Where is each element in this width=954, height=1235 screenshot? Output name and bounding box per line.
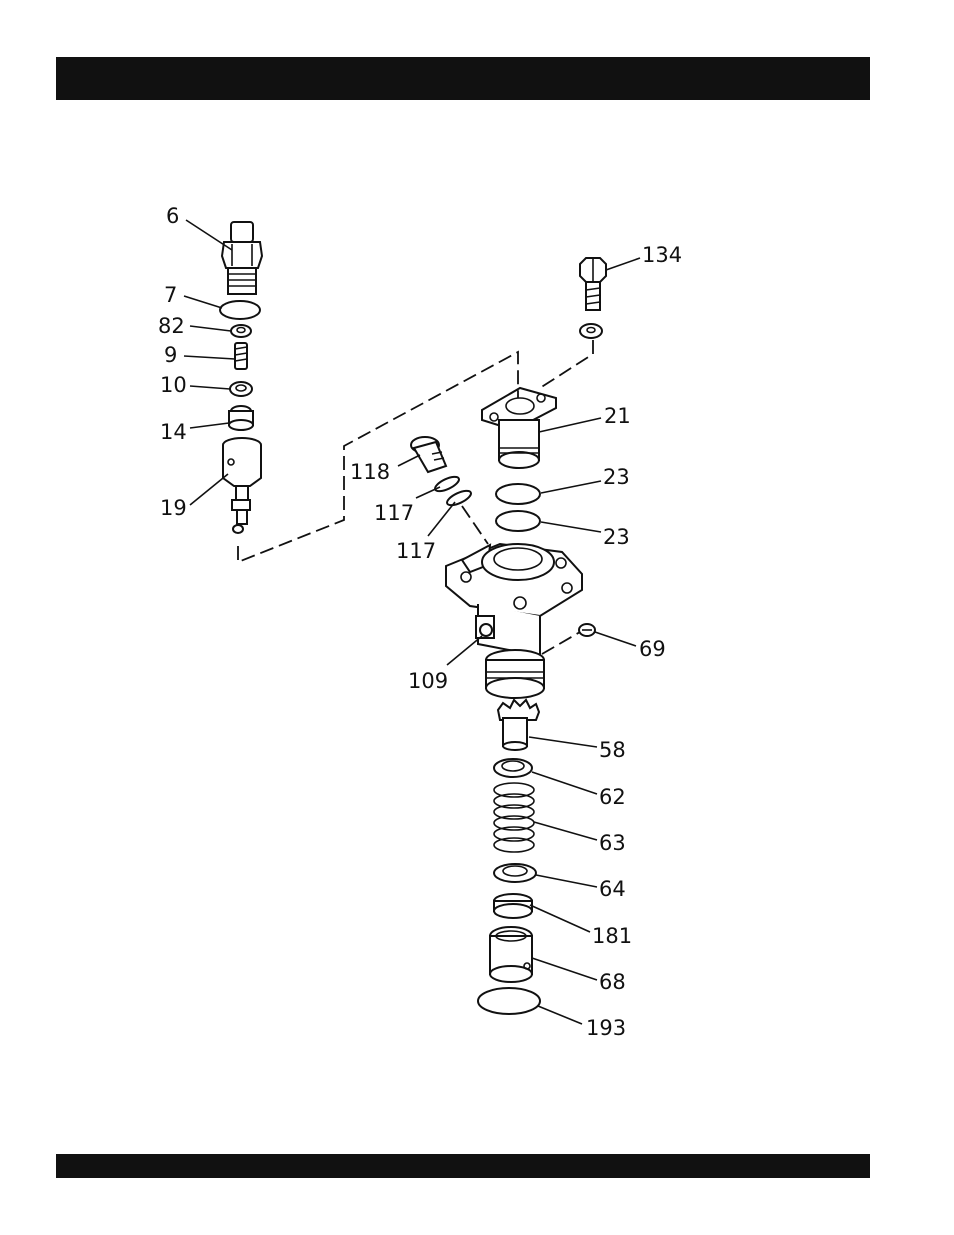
part-117-washer-upper xyxy=(433,474,461,494)
part-117-washer-lower xyxy=(445,488,473,508)
callout-10: 10 xyxy=(160,373,187,397)
assembly-line-plug-69 xyxy=(542,632,580,654)
pump-body xyxy=(446,544,582,698)
callout-21: 21 xyxy=(604,404,631,428)
callout-9: 9 xyxy=(164,343,177,367)
part-23-o-ring-upper xyxy=(496,484,540,504)
callout-181: 181 xyxy=(592,924,632,948)
part-118-banjo-bolt xyxy=(411,437,446,472)
callout-62: 62 xyxy=(599,785,626,809)
part-64-lower-spring-seat xyxy=(494,864,536,882)
assembly-line-valve-to-flange xyxy=(238,352,518,562)
callout-23-upper: 23 xyxy=(603,465,630,489)
callout-68: 68 xyxy=(599,970,626,994)
callout-69: 69 xyxy=(639,637,666,661)
callout-193: 193 xyxy=(586,1016,626,1040)
callout-134: 134 xyxy=(642,243,682,267)
part-134-washer xyxy=(580,324,602,338)
part-7-o-ring xyxy=(220,301,260,319)
callout-23-lower: 23 xyxy=(603,525,630,549)
part-6-delivery-valve-holder xyxy=(222,222,262,294)
part-9-valve-spring xyxy=(235,343,247,369)
callout-117-lower: 117 xyxy=(396,539,436,563)
callout-63: 63 xyxy=(599,831,626,855)
part-193-o-ring xyxy=(478,988,540,1014)
part-181-shim xyxy=(494,894,532,918)
callout-117-upper: 117 xyxy=(374,501,414,525)
callout-6: 6 xyxy=(166,204,179,228)
callout-118: 118 xyxy=(350,460,390,484)
callout-7: 7 xyxy=(164,283,177,307)
part-19-valve-seat xyxy=(223,438,261,533)
assembly-line-bolt-to-flange xyxy=(540,340,593,388)
callout-58: 58 xyxy=(599,738,626,762)
callout-109: 109 xyxy=(408,669,448,693)
part-63-plunger-spring xyxy=(494,783,534,852)
part-62-spring-seat xyxy=(494,759,532,777)
callout-82: 82 xyxy=(158,314,185,338)
part-23-o-ring-lower xyxy=(496,511,540,531)
callout-19: 19 xyxy=(160,496,187,520)
part-58-control-sleeve xyxy=(498,700,539,750)
part-82-valve-stopper xyxy=(231,325,251,337)
callout-64: 64 xyxy=(599,877,626,901)
assembly-line-bolt-118 xyxy=(462,506,488,544)
leader-lines xyxy=(184,220,640,1024)
part-134-bolt xyxy=(580,258,606,310)
part-68-tappet xyxy=(490,927,532,982)
part-14-delivery-valve xyxy=(229,406,253,430)
part-21-flange xyxy=(482,388,556,468)
part-69-plug xyxy=(579,624,595,636)
part-10-gasket xyxy=(230,382,252,396)
callout-14: 14 xyxy=(160,420,187,444)
